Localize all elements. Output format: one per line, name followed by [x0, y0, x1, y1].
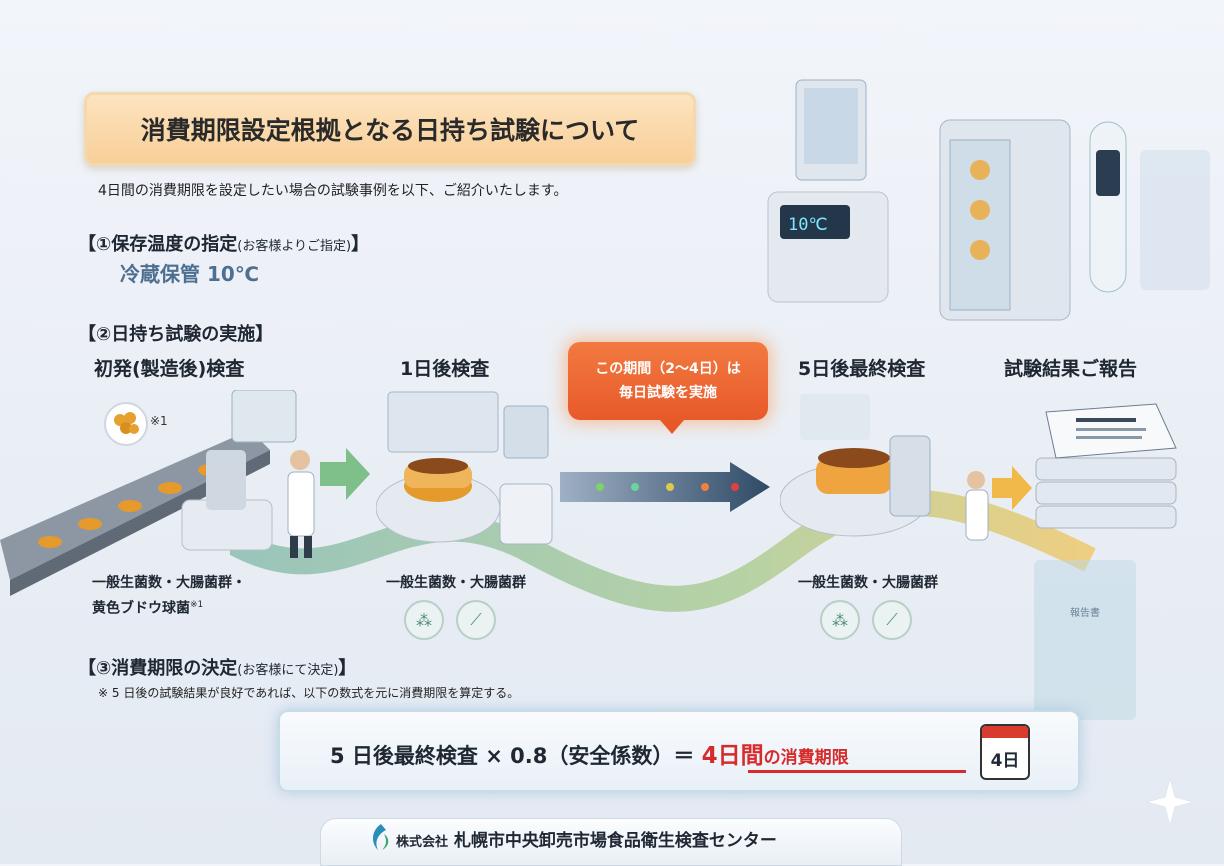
initial-tests: 一般生菌数・大腸菌群・ 黄色ブドウ球菌※1	[92, 572, 246, 620]
company-name: 株式会社 札幌市中央卸売市場食品衛生検査センター	[396, 826, 777, 851]
arrow-icon	[992, 466, 1032, 510]
day1-inspection-illustration	[376, 391, 553, 545]
company-logo-icon	[372, 824, 389, 850]
result-underline	[748, 770, 966, 773]
section1-heading: 【①保存温度の指定(お客様よりご指定)】	[78, 230, 369, 256]
company-type: 株式会社	[396, 835, 449, 850]
initial-tests-line-1: 一般生菌数・大腸菌群・	[92, 575, 246, 591]
formula-result-tail: の消費期限	[763, 748, 849, 768]
section1-heading-note: (お客様よりご指定)	[237, 239, 352, 254]
report-card-label: 報告書	[1070, 608, 1100, 619]
calendar-day: 4日	[990, 751, 1020, 771]
section3-heading-note: (お客様にて決定)	[237, 663, 339, 678]
step-initial-label: 初発(製造後)検査	[94, 358, 245, 380]
initial-tests-footnote: ※1	[190, 600, 204, 610]
sample-bacteria-icon	[104, 402, 148, 446]
daily-test-callout: この期間（2～4日）は 毎日試験を実施	[568, 342, 768, 434]
incubator-display-text: 10℃	[788, 215, 828, 235]
callout-line-2: 毎日試験を実施	[619, 385, 717, 401]
timeline-arrow-icon	[560, 462, 770, 512]
section3-heading: 【③消費期限の決定(お客様にて決定)】	[78, 654, 356, 680]
step-report-label: 試験結果ご報告	[1004, 358, 1138, 380]
formula-expression: 5 日後最終検査 × 0.8（安全係数）＝	[330, 744, 695, 768]
section2-heading: 【②日持ち試験の実施】	[78, 324, 274, 345]
day1-tests: 一般生菌数・大腸菌群	[386, 575, 526, 591]
sparkle-icon	[1146, 778, 1194, 826]
bacteria-icon: ⁂	[404, 600, 444, 640]
section1-heading-text: 【①保存温度の指定	[78, 234, 238, 255]
step-day5-label: 5日後最終検査	[798, 358, 926, 380]
section1-heading-close: 】	[351, 234, 370, 255]
initial-tests-line-2: 黄色ブドウ球菌	[92, 600, 190, 617]
company-full-name: 札幌市中央卸売市場食品衛生検査センター	[453, 831, 777, 851]
formula-text: 5 日後最終検査 × 0.8（安全係数）＝ 4日間の消費期限	[330, 736, 849, 770]
step-day1-label: 1日後検査	[400, 358, 490, 380]
bacteria-icon: ⁂	[820, 600, 860, 640]
page-title: 消費期限設定根拠となる日持ち試験について	[84, 92, 696, 166]
callout-line-1: この期間（2～4日）は	[595, 361, 741, 377]
storage-temperature: 冷蔵保管 10℃	[120, 262, 260, 286]
day5-bacteria-icons: ⁂ ⟋	[820, 600, 912, 640]
formula-panel: 5 日後最終検査 × 0.8（安全係数）＝ 4日間の消費期限 4日	[278, 710, 1080, 792]
day5-tests: 一般生菌数・大腸菌群	[798, 575, 938, 591]
report-stack-illustration	[1035, 403, 1177, 529]
report-card-panel	[1034, 560, 1136, 720]
footer-bar	[320, 818, 902, 866]
day1-bacteria-icons: ⁂ ⟋	[404, 600, 496, 640]
intro-text: 4日間の消費期限を設定したい場合の試験事例を以下、ご紹介いたします。	[98, 183, 568, 199]
sample-footnote: ※1	[150, 414, 168, 428]
formula-result: 4日間	[701, 743, 764, 769]
section3-note: ※ 5 日後の試験結果が良好であれば、以下の数式を元に消費期限を算定する。	[98, 686, 520, 700]
initial-inspection-illustration	[181, 390, 315, 558]
rod-bacteria-icon: ⟋	[872, 600, 912, 640]
arrow-icon	[320, 448, 370, 500]
rod-bacteria-icon: ⟋	[456, 600, 496, 640]
section3-heading-text: 【③消費期限の決定	[78, 658, 238, 679]
calendar-icon: 4日	[980, 724, 1030, 780]
day5-inspection-illustration	[780, 394, 989, 541]
lab-equipment-illustration: 10℃	[767, 79, 1210, 321]
section3-heading-close: 】	[338, 658, 357, 679]
